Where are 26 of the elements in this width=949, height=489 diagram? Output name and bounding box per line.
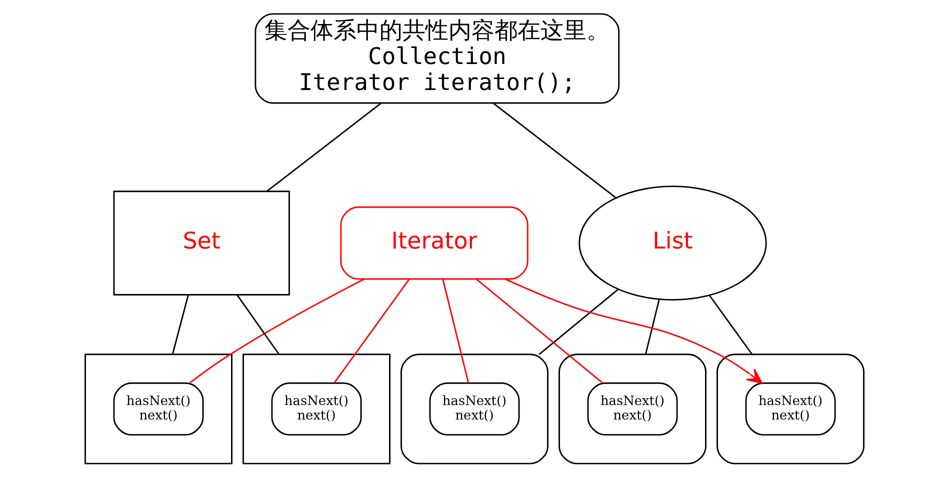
connector <box>266 102 382 192</box>
connector <box>644 299 660 355</box>
node-box: Iterator <box>340 206 528 280</box>
node-box: Set <box>113 190 290 296</box>
node-box: hasNext() next() <box>271 382 362 436</box>
cluster <box>400 354 548 464</box>
connector <box>538 288 618 355</box>
connector <box>236 294 280 355</box>
connector <box>172 295 189 355</box>
node-ellipse: List <box>578 186 767 301</box>
connector <box>493 102 616 198</box>
connector <box>190 278 365 384</box>
connector <box>476 278 604 384</box>
cluster <box>558 354 706 464</box>
connector <box>334 278 410 384</box>
node-box: hasNext() next() <box>587 382 678 436</box>
cluster <box>716 354 864 464</box>
node-box: hasNext() next() <box>745 382 836 436</box>
connector <box>709 295 753 355</box>
connector <box>442 278 470 384</box>
cluster <box>242 354 390 464</box>
node-box: hasNext() next() <box>113 382 204 436</box>
arrow <box>505 278 763 384</box>
node-box: 集合体系中的共性内容都在这里。 Collection Iterator iterator(); <box>254 13 620 104</box>
cluster <box>84 354 232 464</box>
node-box: hasNext() next() <box>429 382 520 436</box>
